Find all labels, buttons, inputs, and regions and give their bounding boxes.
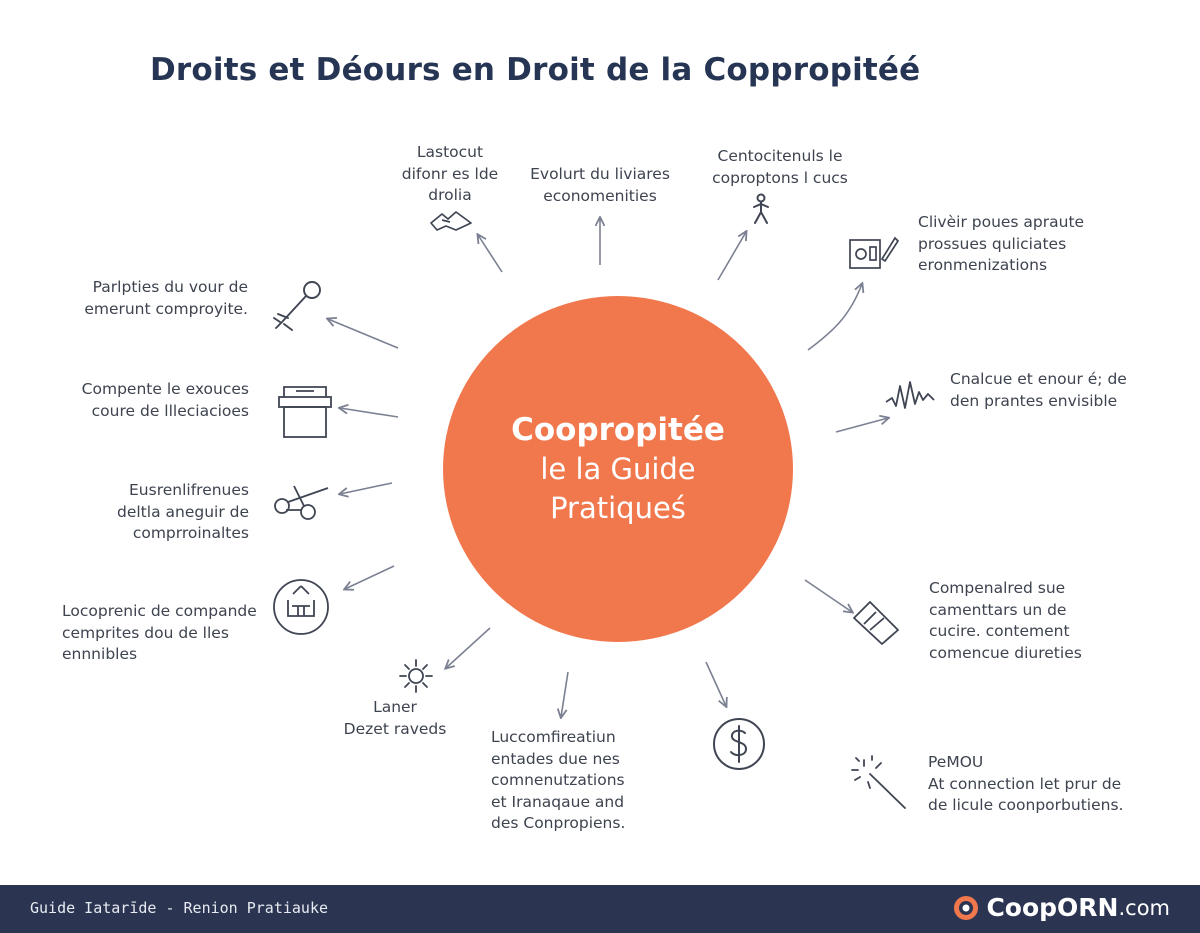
arrow-bottom-left	[446, 627, 491, 668]
toolbox-icon	[276, 383, 334, 441]
arrow-top-right	[717, 232, 746, 281]
arrow-mid-right	[835, 418, 888, 433]
mountain-sign-icon	[428, 208, 474, 234]
hub-subtitle-2: Pratiqueś	[550, 491, 686, 525]
wand-sparkle-icon	[850, 752, 908, 812]
arrow-left-3	[340, 482, 393, 494]
hammer-wrench-icon	[270, 278, 326, 334]
gear-sun-icon	[397, 657, 435, 695]
arrow-left-1	[328, 319, 399, 349]
arrow-bottom-center	[561, 671, 569, 717]
central-hub: Coopropitée le la Guide Pratiqueś	[443, 296, 793, 642]
walking-person-icon	[748, 193, 774, 227]
id-card-pen-icon	[847, 233, 899, 273]
dollar-coin-icon	[711, 714, 767, 774]
brand-suffix: .com	[1118, 895, 1170, 920]
hub-title: Coopropitée	[511, 412, 725, 448]
arrow-bottom-right	[705, 661, 726, 706]
scales-shield-icon	[270, 576, 332, 638]
footer-caption: Guide Iatarīde - Renion Pratiauke	[30, 899, 329, 917]
soundwave-icon	[884, 374, 936, 416]
arrow-left-2	[340, 408, 399, 418]
arrow-lower-right	[804, 579, 852, 612]
arrow-top-left	[478, 235, 503, 273]
ticket-card-icon	[850, 598, 902, 646]
footer-bar: Guide Iatarīde - Renion Pratiauke CoopOR…	[0, 885, 1200, 933]
arrow-left-4	[345, 565, 395, 589]
scissors-icon	[270, 480, 332, 522]
page-title: Droits et Déours en Droit de la Coppropi…	[150, 52, 921, 88]
brand-logo[interactable]: CoopORN.com	[952, 893, 1170, 922]
hub-subtitle-1: le la Guide	[540, 452, 696, 486]
brand-name: CoopORN	[986, 893, 1119, 922]
arrow-upper-right	[807, 284, 862, 351]
coop-logo-icon	[954, 895, 979, 920]
